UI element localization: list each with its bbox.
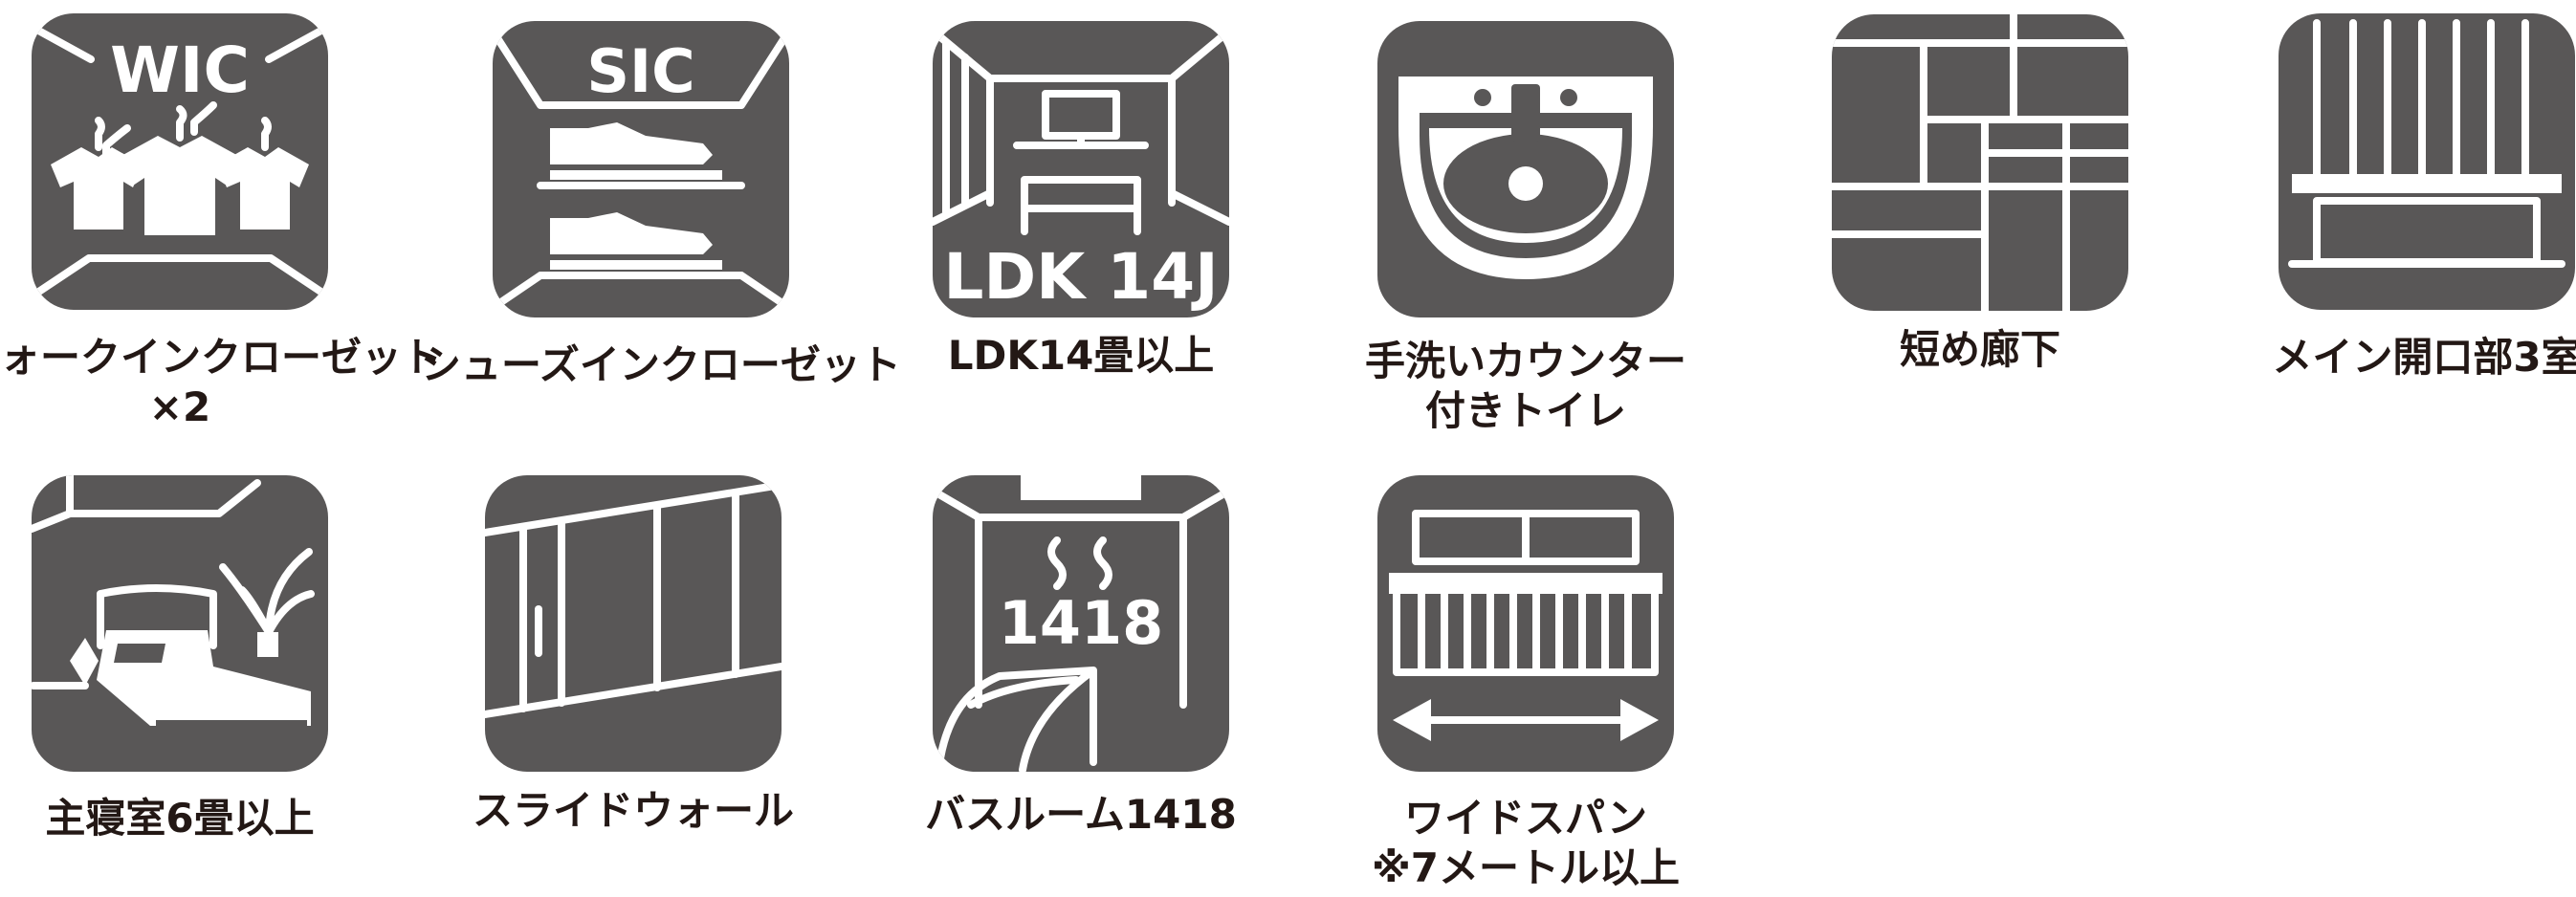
- caption-line: ウォークインクローゼット: [0, 334, 443, 381]
- caption-line: 短め廊下: [1899, 326, 2060, 373]
- floor-plan-icon: [1832, 14, 2128, 311]
- caption-line: 手洗いカウンター: [1364, 338, 1686, 384]
- sink-icon: [1377, 21, 1674, 317]
- caption-line: ×2: [148, 383, 211, 430]
- shoe-closet-icon: SIC: [493, 21, 789, 317]
- tile-text-1418: 1418: [999, 588, 1164, 658]
- feature-caption: スライドウォール: [413, 786, 853, 836]
- window-opening-icon: [2279, 13, 2575, 310]
- feature-caption: バスルーム1418: [861, 790, 1301, 840]
- caption-line: シューズインクローゼット: [421, 341, 901, 388]
- bathroom-icon: 1418: [933, 475, 1229, 772]
- living-room-icon: LDK 14J: [933, 21, 1229, 317]
- wide-span-icon: [1377, 475, 1674, 772]
- feature-caption: 手洗いカウンター 付きトイレ: [1306, 337, 1746, 436]
- sliding-wall-icon: [485, 475, 782, 772]
- caption-line: メイン開口部3室: [2272, 334, 2576, 381]
- feature-caption: ウォークインクローゼット ×2: [0, 333, 443, 432]
- caption-line: バスルーム1418: [925, 791, 1237, 838]
- feature-caption: LDK14畳以上: [861, 331, 1301, 381]
- caption-line: LDK14畳以上: [947, 332, 1215, 379]
- tile-text-sic: SIC: [586, 36, 694, 106]
- tile-text-wic: WIC: [110, 33, 250, 107]
- walk-in-closet-icon: WIC: [32, 13, 328, 310]
- caption-line: ※7メートル以上: [1371, 844, 1681, 891]
- feature-caption: 短め廊下: [1760, 325, 2200, 375]
- caption-line: ワイドスパン: [1403, 795, 1648, 842]
- feature-caption: メイン開口部3室: [2207, 333, 2576, 383]
- tile-text-ldk: LDK 14J: [943, 240, 1218, 314]
- caption-line: スライドウォール: [472, 787, 794, 834]
- feature-caption: ワイドスパン ※7メートル以上: [1306, 794, 1746, 893]
- caption-line: 付きトイレ: [1424, 387, 1626, 434]
- bedroom-icon: [32, 475, 328, 772]
- feature-caption: 主寝室6畳以上: [0, 794, 400, 843]
- caption-line: 主寝室6畳以上: [45, 795, 315, 842]
- feature-caption: シューズインクローゼット: [421, 340, 901, 390]
